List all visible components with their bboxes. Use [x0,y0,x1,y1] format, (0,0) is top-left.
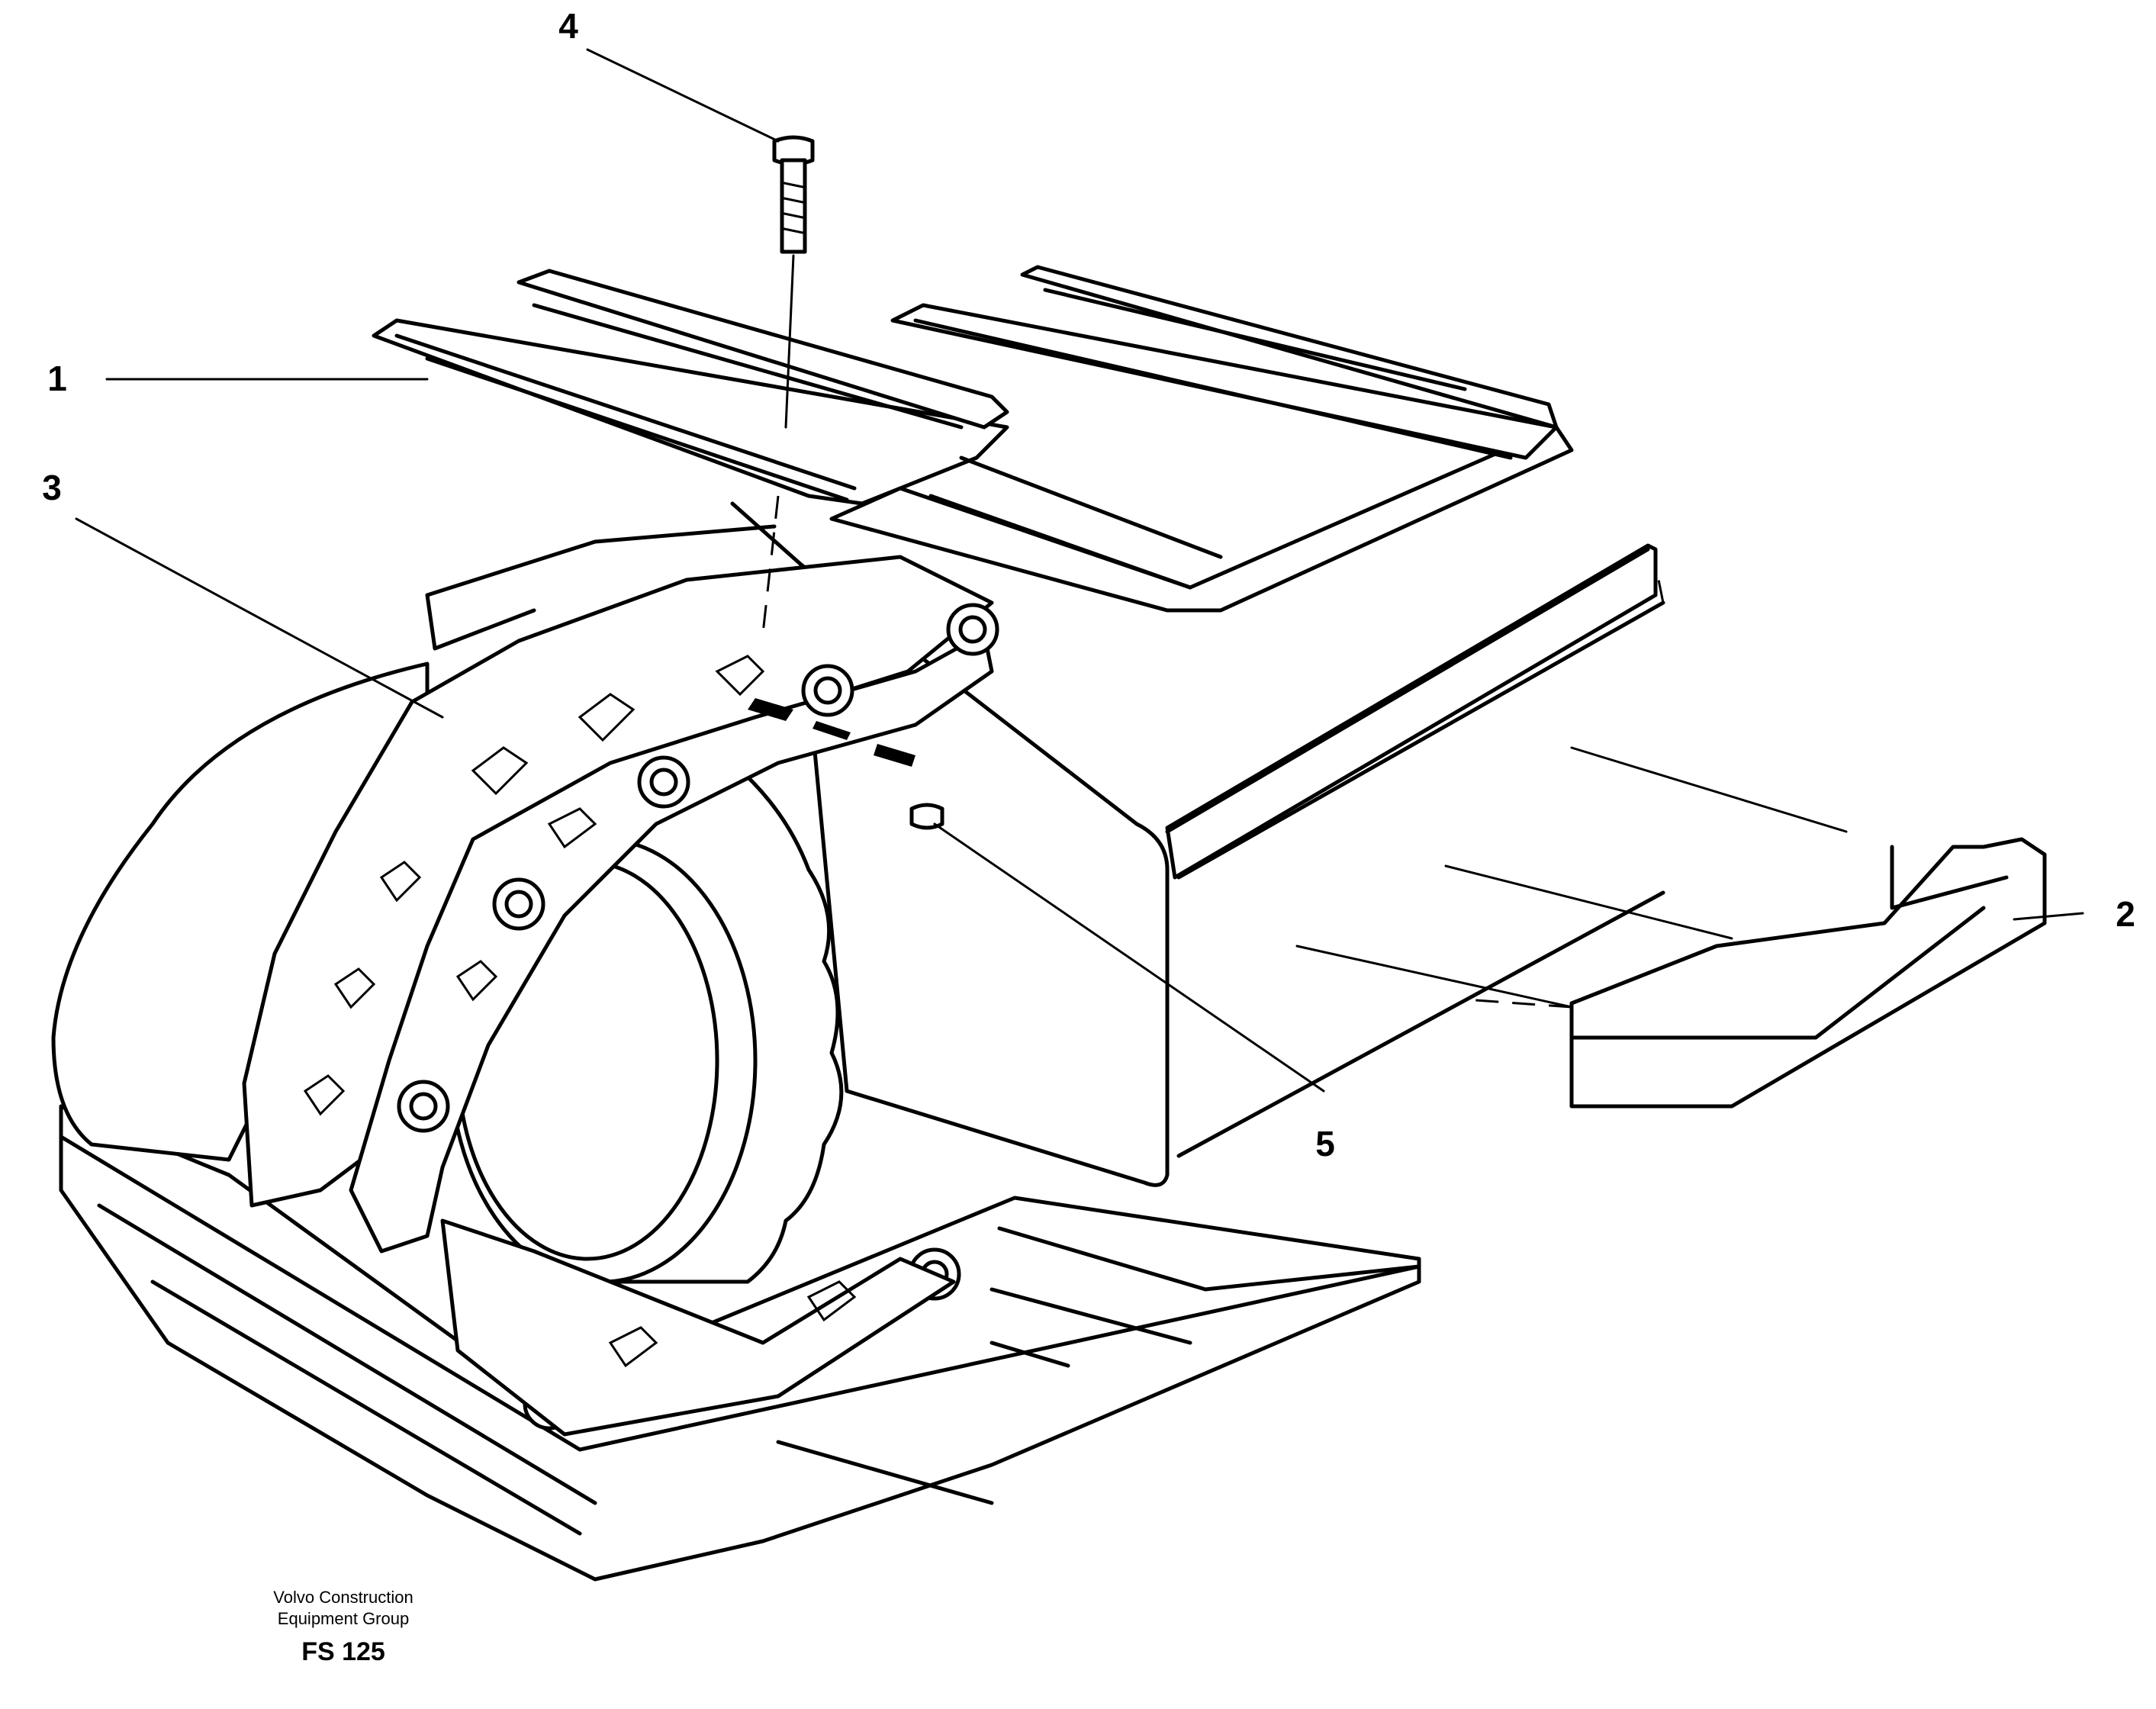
callout-4: 4 [558,6,578,46]
track-chain [242,555,999,1437]
footer-line-2: Equipment Group [277,1609,410,1628]
upper-track-shoes [372,265,1574,613]
track-guard [1569,837,2047,1109]
guard-leader-lines [1295,746,1848,1009]
figure-code: FS 125 [301,1637,385,1666]
callout-3: 3 [42,468,62,507]
callout-2: 2 [2116,894,2135,934]
callout-1: 1 [47,359,67,398]
callout-leaders [75,48,2084,1093]
footer-line-1: Volvo Construction [273,1588,414,1607]
track-nut [748,698,944,830]
track-bolt [761,135,815,634]
callout-5: 5 [1315,1124,1335,1163]
publisher-footer: Volvo Construction Equipment Group FS 12… [229,1587,458,1667]
